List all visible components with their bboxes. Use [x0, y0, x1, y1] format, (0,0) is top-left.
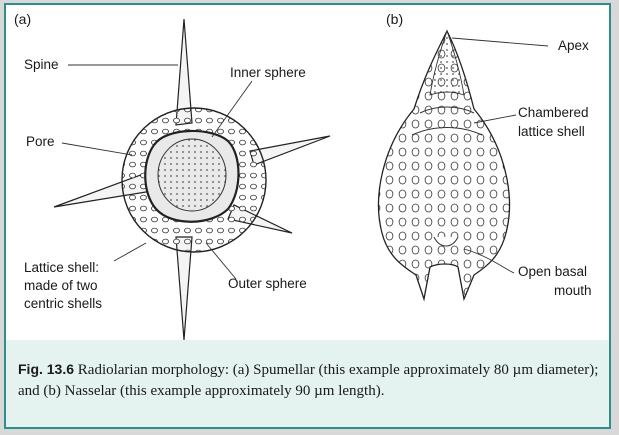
label-apex: Apex: [558, 38, 589, 53]
label-outer-sphere: Outer sphere: [228, 276, 307, 291]
label-pore: Pore: [26, 134, 55, 149]
nassellarian-illustration: [379, 31, 510, 299]
caption-figure-number: Fig. 13.6: [18, 361, 74, 377]
figure-page: (a) (b) Spine Inner sphere: [4, 3, 611, 429]
label-chambered-line1: Chambered: [518, 105, 589, 120]
label-lattice-shell-line1: Lattice shell:: [24, 260, 99, 275]
figure-caption: Fig. 13.6 Radiolarian morphology: (a) Sp…: [18, 359, 603, 402]
panel-a-label: (a): [14, 11, 31, 27]
label-inner-sphere: Inner sphere: [230, 65, 306, 80]
label-spine: Spine: [24, 57, 59, 72]
radiolarian-figure: (a) (b) Spine Inner sphere: [6, 5, 609, 340]
caption-text: Radiolarian morphology: (a) Spumellar (t…: [18, 362, 598, 399]
inner-sphere-shell: [158, 139, 226, 211]
panel-b-label: (b): [386, 11, 403, 27]
label-chambered-line2: lattice shell: [518, 124, 585, 139]
label-open-basal-line2: mouth: [554, 283, 592, 298]
label-lattice-shell-line3: centric shells: [24, 296, 102, 311]
label-lattice-shell-line2: made of two: [24, 278, 98, 293]
label-open-basal-line1: Open basal: [518, 264, 587, 279]
